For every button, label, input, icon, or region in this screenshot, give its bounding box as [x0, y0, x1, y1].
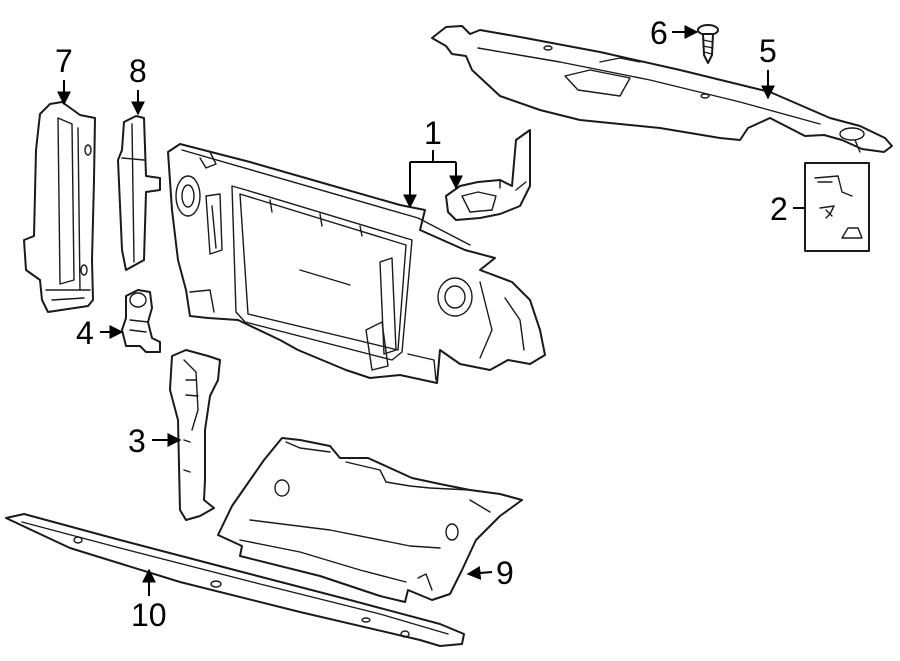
lower-tie-bar — [5, 513, 465, 647]
callout-10: 10 — [131, 597, 167, 633]
callout-6: 6 — [650, 15, 668, 51]
callout-7: 7 — [55, 43, 73, 79]
callout-5: 5 — [759, 33, 777, 69]
lower-air-deflector — [217, 437, 523, 603]
callout-2: 2 — [770, 191, 788, 227]
radiator-support-cover — [431, 25, 893, 153]
side-air-deflector — [23, 101, 96, 313]
baffle-bracket — [445, 129, 531, 221]
callout-9: 9 — [496, 555, 514, 591]
callout-1: 1 — [424, 115, 442, 151]
hood-latch-bracket — [121, 289, 161, 353]
side-support — [169, 349, 221, 521]
screw — [697, 24, 719, 64]
callout-3: 3 — [128, 423, 146, 459]
leader-lines — [57, 25, 805, 596]
radiator-support-frame — [167, 143, 546, 384]
callout-4: 4 — [76, 315, 94, 351]
side-seal — [117, 115, 161, 271]
callout-8: 8 — [129, 53, 147, 89]
clip-kit — [804, 162, 870, 252]
